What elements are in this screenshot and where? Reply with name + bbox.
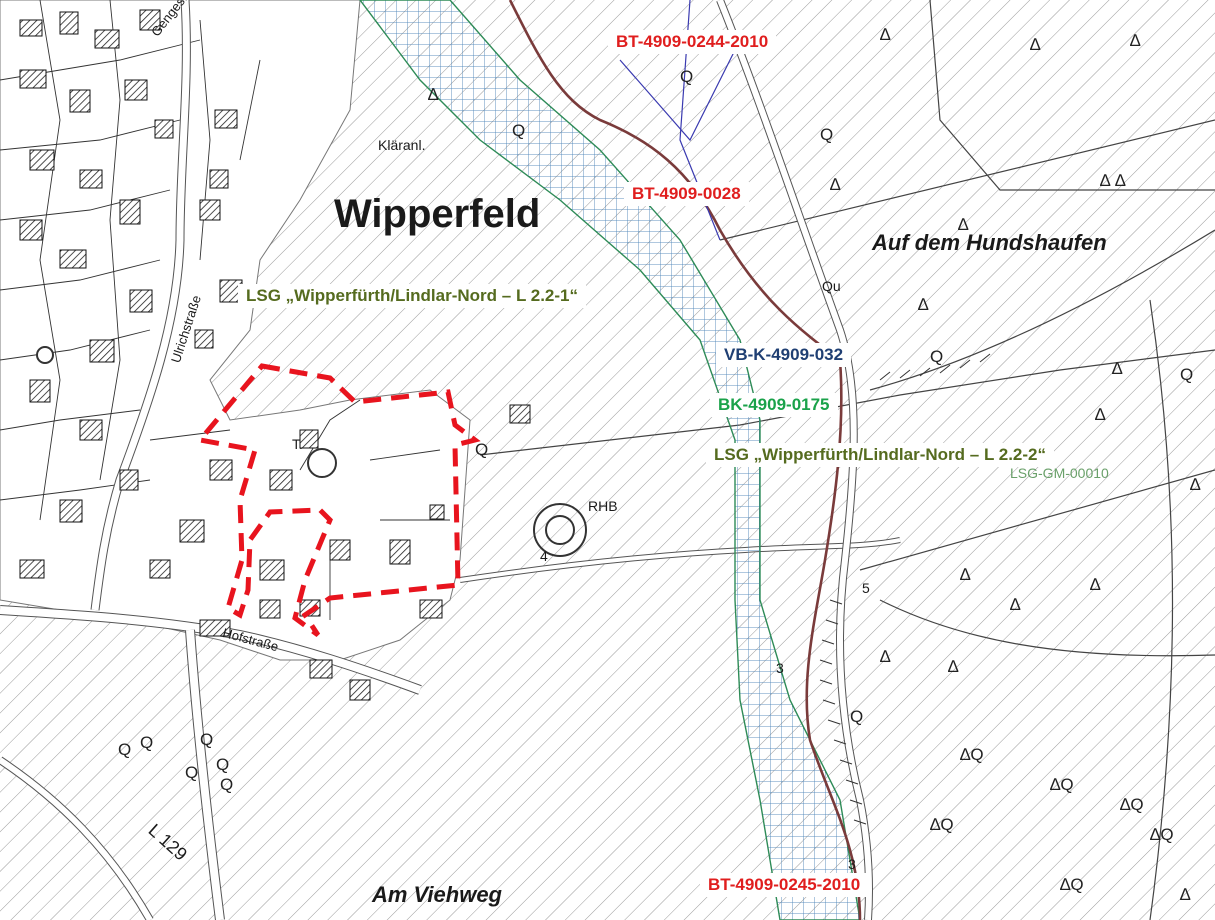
svg-text:∆: ∆ bbox=[1130, 31, 1141, 50]
label-lsg-code: LSG-GM-00010 bbox=[1010, 465, 1109, 481]
svg-text:Q: Q bbox=[200, 730, 213, 749]
svg-text:Q: Q bbox=[220, 775, 233, 794]
svg-text:Q: Q bbox=[850, 707, 863, 726]
number-3b: 3 bbox=[848, 856, 856, 872]
field-name-viehweg: Am Viehweg bbox=[372, 882, 502, 907]
label-lsg-1: LSG „Wipperfürth/Lindlar-Nord – L 2.2-1“ bbox=[238, 284, 586, 308]
svg-text:Q: Q bbox=[216, 755, 229, 774]
label-t: T. bbox=[292, 436, 303, 452]
label-vb: VB-K-4909-032 bbox=[716, 343, 852, 367]
svg-text:∆: ∆ bbox=[1190, 475, 1201, 494]
label-bk: BK-4909-0175 bbox=[710, 393, 838, 417]
planning-boundary bbox=[195, 363, 481, 638]
svg-text:∆: ∆ bbox=[958, 215, 969, 234]
number-4: 4 bbox=[540, 548, 548, 564]
svg-text:∆Q: ∆Q bbox=[930, 815, 954, 834]
tree-symbols: ∆Q∆ ∆∆Q Q∆∆ ∆ ∆∆∆ Q∆∆ ∆∆∆ ∆∆Q ∆Q∆Q∆Q ∆Q∆… bbox=[118, 25, 1201, 904]
svg-text:∆ ∆: ∆ ∆ bbox=[1100, 171, 1126, 190]
svg-text:Q: Q bbox=[1180, 365, 1193, 384]
svg-text:∆Q: ∆Q bbox=[1050, 775, 1074, 794]
label-bt-top: BT-4909-0244-2010 bbox=[608, 30, 777, 54]
svg-text:∆Q: ∆Q bbox=[1150, 825, 1174, 844]
svg-text:∆: ∆ bbox=[428, 85, 439, 104]
svg-text:Q: Q bbox=[118, 740, 131, 759]
svg-text:∆: ∆ bbox=[830, 175, 841, 194]
label-qu: Qu bbox=[822, 278, 841, 294]
svg-text:∆: ∆ bbox=[1095, 405, 1106, 424]
svg-text:∆: ∆ bbox=[948, 657, 959, 676]
svg-text:Q: Q bbox=[475, 440, 488, 459]
svg-text:Q: Q bbox=[820, 125, 833, 144]
svg-text:∆: ∆ bbox=[880, 25, 891, 44]
svg-text:∆Q: ∆Q bbox=[1120, 795, 1144, 814]
rhb-basin bbox=[533, 503, 587, 557]
svg-text:∆: ∆ bbox=[960, 565, 971, 584]
svg-text:∆: ∆ bbox=[1180, 885, 1191, 904]
tank bbox=[307, 448, 337, 478]
town-name: Wipperfeld bbox=[334, 192, 541, 236]
svg-text:Q: Q bbox=[930, 347, 943, 366]
svg-text:Q: Q bbox=[185, 763, 198, 782]
number-5: 5 bbox=[862, 580, 870, 596]
svg-text:∆Q: ∆Q bbox=[1060, 875, 1084, 894]
label-lsg-2: LSG „Wipperfürth/Lindlar-Nord – L 2.2-2“ bbox=[706, 443, 1054, 467]
svg-text:∆: ∆ bbox=[1030, 35, 1041, 54]
svg-text:Q: Q bbox=[512, 121, 525, 140]
label-rhb: RHB bbox=[588, 498, 618, 514]
svg-text:∆: ∆ bbox=[1010, 595, 1021, 614]
svg-text:∆Q: ∆Q bbox=[960, 745, 984, 764]
field-name-hundshaufen: Auf dem Hundshaufen bbox=[872, 230, 1107, 255]
number-3a: 3 bbox=[776, 660, 784, 676]
label-bt-middle: BT-4909-0028 bbox=[624, 182, 749, 206]
buildings bbox=[19, 9, 531, 701]
embankment bbox=[819, 353, 991, 825]
svg-text:Q: Q bbox=[680, 67, 693, 86]
label-bt-bottom: BT-4909-0245-2010 bbox=[700, 873, 869, 897]
svg-text:∆: ∆ bbox=[880, 647, 891, 666]
label-klaeranlage: Kläranl. bbox=[378, 137, 426, 153]
svg-text:∆: ∆ bbox=[918, 295, 929, 314]
svg-text:∆: ∆ bbox=[1090, 575, 1101, 594]
svg-text:Q: Q bbox=[140, 733, 153, 752]
svg-text:∆: ∆ bbox=[1112, 359, 1123, 378]
